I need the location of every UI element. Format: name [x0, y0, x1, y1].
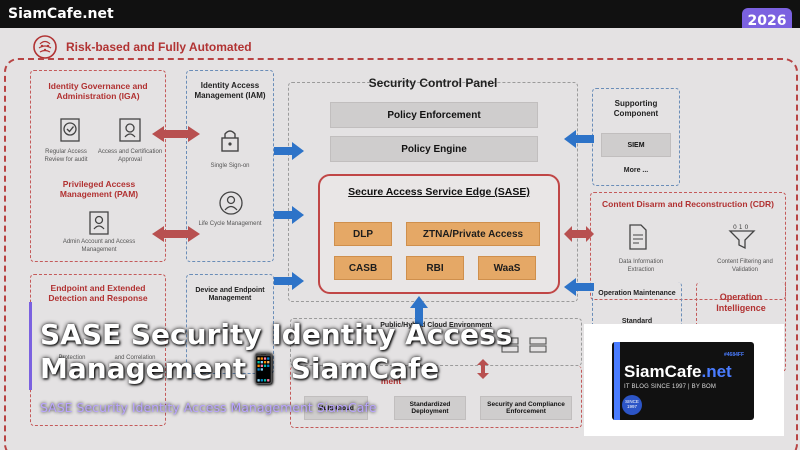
logo-tagline: IT BLOG SINCE 1997 | BY BOM: [624, 384, 717, 390]
iam-title: Identity Access Management (IAM): [194, 81, 266, 100]
pam-title: Privileged Access Management (PAM): [59, 179, 139, 200]
multicloud-item: Multi-Cloud: [304, 396, 368, 420]
article-title-line-2: Management📱 SiamCafe: [40, 352, 440, 385]
cdr-item-extraction: Data Information Extraction: [618, 259, 664, 273]
certificate-icon: [119, 118, 141, 142]
cloud-env-title: Public/Hybrid Cloud Environment: [380, 322, 492, 329]
policy-engine-bar: Policy Engine: [330, 136, 538, 162]
article-title: SASE Security Identity Access Management…: [40, 318, 513, 386]
double-arrow-vertical: [477, 359, 489, 379]
bottom-group: ment: [290, 366, 582, 428]
diagram-headline: Risk-based and Fully Automated: [66, 40, 252, 54]
iga-item-approval: Access and Certification Approval: [97, 149, 163, 163]
svg-text:0 1 0: 0 1 0: [733, 224, 748, 231]
outer-boundary: [4, 58, 798, 450]
sase-waas: WaaS: [478, 256, 536, 280]
arrow-cloud-up: [410, 296, 428, 326]
cdr-item-filtering: Content Filtering and Validation: [717, 259, 773, 273]
standardized-item: Standardized Deployment: [394, 396, 466, 420]
document-icon: [629, 224, 647, 250]
logo-name-dot: .net: [701, 362, 732, 381]
ops-maint-title: Operation Maintenance: [598, 290, 676, 297]
cdr-title: Content Disarm and Reconstruction (CDR): [602, 199, 774, 209]
iga-pam-group: Identity Governance and Administration (…: [30, 70, 166, 262]
logo-accent-stripe: [614, 342, 620, 420]
logo-since-seal: SINCE 1997: [622, 395, 642, 415]
lifecycle-user-icon: [219, 191, 243, 215]
filter-icon: 0 1 0: [728, 224, 756, 250]
edr-item-protection: Protection: [58, 355, 86, 361]
sase-rbi: RBI: [406, 256, 464, 280]
sase-title: Secure Access Service Edge (SASE): [348, 186, 530, 198]
site-brand[interactable]: SiamCafe.net: [8, 6, 114, 22]
edr-item-correlation: and Correlation: [114, 355, 156, 361]
logo-wordmark: SiamCafe.net: [624, 362, 732, 382]
arrow-ops: [564, 278, 594, 296]
server-icon-2: [529, 337, 547, 353]
iga-item-review: Regular Access Review for audit: [44, 149, 88, 163]
compliance-item: Security and Compliance Enforcement: [480, 396, 572, 420]
lock-icon: [221, 130, 239, 152]
review-icon: [60, 118, 80, 142]
sase-dlp: DLP: [334, 222, 392, 246]
policy-enforcement-bar: Policy Enforcement: [330, 102, 538, 128]
security-control-panel: [288, 82, 578, 302]
sase-ztna: ZTNA/Private Access: [406, 222, 540, 246]
device-title: Device and Endpoint Management: [195, 287, 265, 303]
siamcafe-logo-card: #4684FF SiamCafe.net IT BLOG SINCE 1997 …: [584, 324, 784, 436]
device-group: Device and Endpoint Management: [186, 274, 274, 374]
diagram-headline-row: Risk-based and Fully Automated: [32, 35, 252, 59]
cloud-env-group: Public/Hybrid Cloud Environment: [290, 318, 582, 366]
top-bar: SiamCafe.net: [0, 0, 800, 28]
pam-item-admin: Admin Account and Access Management: [62, 239, 136, 253]
sase-casb: CASB: [334, 256, 392, 280]
supporting-more: More ...: [623, 167, 649, 174]
arrow-iam-1: [274, 142, 304, 160]
arrow-supporting: [564, 130, 594, 148]
logo-hex-code: #4684FF: [724, 352, 745, 358]
diagram-canvas: Risk-based and Fully Automated Identity …: [0, 28, 800, 450]
panel-title: Security Control Panel: [368, 76, 498, 90]
iam-group: Identity Access Management (IAM) Single …: [186, 70, 274, 262]
double-arrow-iga: [152, 126, 200, 142]
title-accent-bar: [29, 302, 32, 390]
cdr-group: Content Disarm and Reconstruction (CDR) …: [590, 192, 786, 300]
double-arrow-pam: [152, 226, 200, 242]
brain-icon: [33, 35, 57, 59]
supporting-title: Supporting Component: [613, 99, 659, 118]
iga-title: Identity Governance and Administration (…: [48, 81, 148, 102]
admin-account-icon: [89, 211, 109, 235]
ops-maint-item: Standard: [621, 318, 653, 325]
bottom-partial-title: ment: [380, 376, 402, 386]
supporting-group: Supporting Component SIEM More ...: [592, 88, 680, 186]
arrow-device: [274, 272, 304, 290]
logo-name-main: SiamCafe: [624, 362, 702, 381]
arrow-iam-2: [274, 206, 304, 224]
edr-title: Endpoint and Extended Detection and Resp…: [48, 283, 148, 304]
double-arrow-cdr: [564, 226, 594, 242]
server-icon: [501, 337, 519, 353]
ops-intel-title: Operation Intelligence: [716, 292, 766, 313]
iam-item-sso: Single Sign-on: [210, 163, 250, 169]
article-subtitle: SASE Security Identity Access Management…: [40, 400, 377, 415]
article-title-line-1: SASE Security Identity Access: [40, 318, 513, 351]
iam-item-lifecycle: Life Cycle Management: [198, 221, 262, 227]
siem-item: SIEM: [601, 133, 671, 157]
